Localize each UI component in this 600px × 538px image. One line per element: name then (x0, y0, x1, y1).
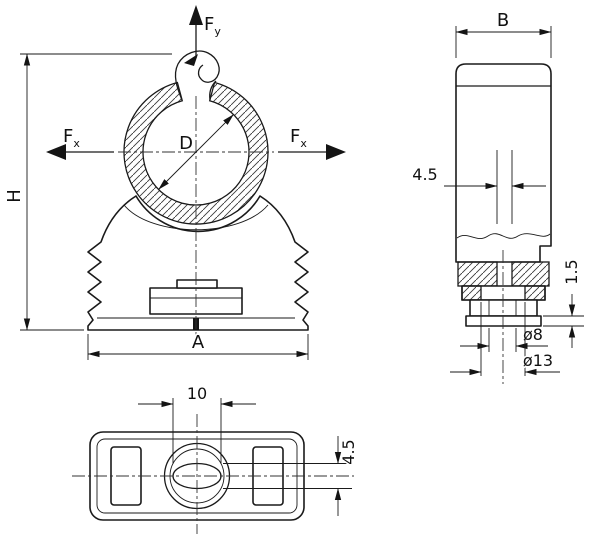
label-slot-length: 10 (187, 384, 207, 403)
latch-hook-edge (209, 80, 217, 101)
dimension-hole-small: ø8 (460, 324, 548, 352)
pipe-ring-section (123, 81, 269, 225)
bottom-view: 10 4.5 (72, 383, 360, 534)
dimension-diameter: D (158, 114, 234, 190)
label-force-up: Fy (204, 14, 221, 38)
base-strip-right (511, 261, 550, 287)
diameter-arrow-lower (158, 151, 197, 190)
dimension-slot-width-bottom: 4.5 (223, 436, 360, 516)
lower-block (469, 299, 538, 317)
label-width-a: A (192, 332, 205, 353)
label-hole-small: ø8 (523, 325, 543, 344)
flange-plate-hatch-left (461, 285, 482, 301)
label-force-left: Fx (63, 126, 80, 150)
label-height: H (4, 189, 25, 203)
force-left-head (46, 144, 66, 160)
side-break-line (456, 233, 551, 240)
clamp-body-outline (87, 195, 309, 331)
side-body-outline (455, 63, 552, 263)
label-flange-thickness: 1.5 (562, 259, 581, 284)
dimension-width-b: B (455, 9, 552, 58)
force-arrow-right: Fx (278, 125, 346, 160)
latch-barb (184, 54, 198, 66)
base-center-tab (176, 279, 218, 289)
label-slot-width-side: 4.5 (412, 165, 437, 184)
dimension-width-a: A (87, 331, 309, 360)
bottom-flange (465, 315, 542, 327)
diameter-arrow-upper (195, 114, 234, 153)
base-strip-left (457, 261, 498, 287)
force-up-head (189, 5, 203, 25)
dimension-hole-large: ø13 (450, 302, 560, 376)
flange-plate-hatch-right (524, 285, 546, 301)
force-arrow-up: Fy (189, 5, 223, 58)
force-arrow-left: Fx (46, 125, 114, 160)
front-view: D Fy Fx Fx H (3, 5, 346, 360)
label-slot-width-bottom: 4.5 (339, 439, 358, 464)
dimension-slot-length: 10 (138, 383, 256, 464)
label-diameter: D (179, 133, 193, 154)
label-width-b: B (497, 10, 509, 31)
dimension-height: H (3, 53, 172, 331)
dimension-flange-thickness: 1.5 (543, 258, 584, 348)
label-force-right: Fx (290, 126, 307, 150)
latch-hook-curl (174, 50, 220, 101)
dimension-slot-width-side: 4.5 (411, 164, 546, 190)
latch-hook (174, 50, 220, 101)
force-right-head (326, 144, 346, 160)
label-hole-large: ø13 (523, 351, 553, 370)
side-view: B 4.5 1.5 ø8 ø (411, 9, 584, 384)
